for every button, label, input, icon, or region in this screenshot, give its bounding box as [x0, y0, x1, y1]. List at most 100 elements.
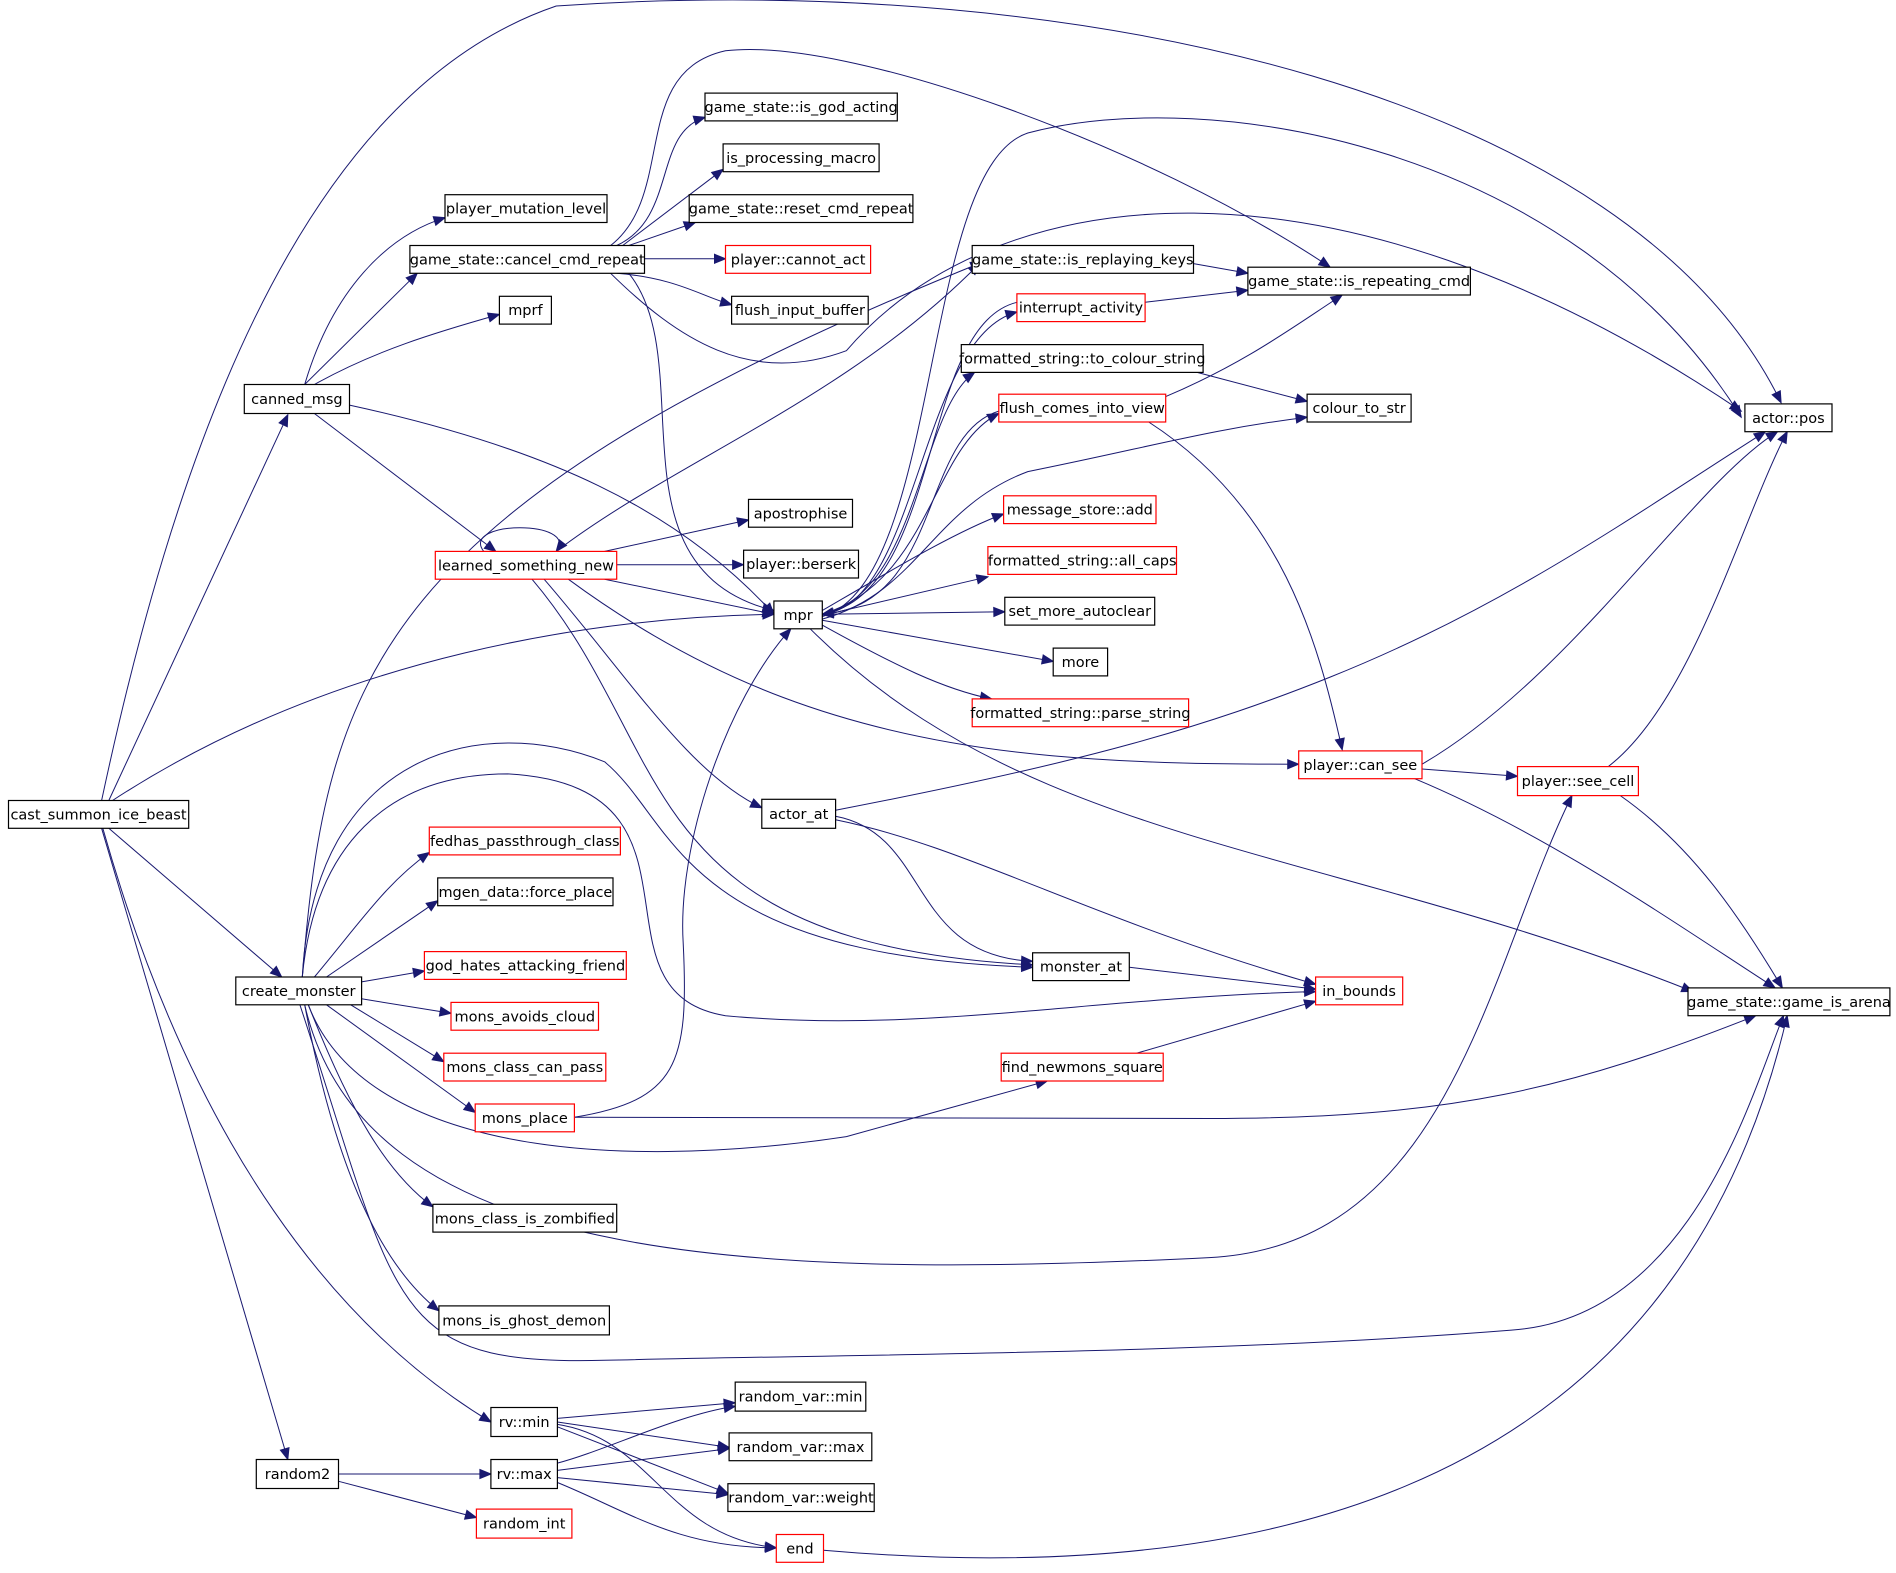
node-learned-something-new[interactable]: learned_something_new: [434, 550, 618, 580]
node-interrupt-activity[interactable]: interrupt_activity: [1016, 293, 1146, 323]
node-cannot-act[interactable]: player::cannot_act: [724, 244, 872, 274]
node-game-is-arena[interactable]: game_state::game_is_arena: [1687, 987, 1891, 1017]
node-mons-is-ghost-demon[interactable]: mons_is_ghost_demon: [438, 1305, 610, 1336]
node-force-place[interactable]: mgen_data::force_place: [437, 877, 614, 907]
node-box: [727, 1483, 875, 1513]
node-mons-avoids-cloud[interactable]: mons_avoids_cloud: [450, 1001, 600, 1031]
arrowhead: [1752, 430, 1767, 443]
node-mons-class-is-zombified[interactable]: mons_class_is_zombified: [432, 1203, 618, 1233]
node-mons-class-can-pass[interactable]: mons_class_can_pass: [443, 1052, 607, 1082]
arrowhead: [1505, 770, 1519, 781]
edge-line: [1148, 421, 1343, 750]
node-reset-cmd-repeat[interactable]: game_state::reset_cmd_repeat: [688, 194, 914, 224]
node-label: mons_place: [482, 1111, 568, 1127]
node-label: learned_something_new: [438, 558, 614, 574]
node-berserk[interactable]: player::berserk: [742, 549, 860, 579]
edge-cast_summon_ice_beast-to-create_monster: [108, 827, 283, 978]
node-parse-string[interactable]: formatted_string::parse_string: [970, 698, 1191, 728]
arrowhead: [1020, 955, 1034, 967]
arrowhead: [1562, 794, 1573, 809]
node-rv-var-weight[interactable]: random_var::weight: [727, 1483, 875, 1513]
node-colour-to-str[interactable]: colour_to_str: [1306, 393, 1412, 423]
node-to-colour-string[interactable]: formatted_string::to_colour_string: [959, 344, 1205, 374]
edge-see_cell-to-game_is_arena: [1620, 795, 1783, 990]
edge-line: [304, 217, 446, 385]
node-more[interactable]: more: [1052, 647, 1109, 677]
node-actor-at[interactable]: actor_at: [761, 798, 837, 829]
node-label: more: [1062, 655, 1100, 671]
edge-create_monster-to-mons_place: [326, 1004, 477, 1114]
node-random-int[interactable]: random_int: [475, 1508, 573, 1539]
edge-line: [301, 742, 1033, 978]
node-box: [1004, 596, 1156, 626]
node-flush-comes-into-view[interactable]: flush_comes_into_view: [998, 393, 1167, 423]
arrowhead: [438, 1006, 453, 1017]
node-all-caps[interactable]: formatted_string::all_caps: [987, 545, 1178, 575]
node-box: [428, 826, 621, 856]
node-player-mutation-level[interactable]: player_mutation_level: [444, 194, 608, 224]
edge-line: [1196, 371, 1308, 402]
edge-create_monster-to-fedhas: [314, 851, 431, 978]
node-mprf[interactable]: mprf: [498, 295, 552, 325]
node-box: [728, 1432, 873, 1462]
node-rv-var-min[interactable]: random_var::min: [734, 1381, 867, 1412]
node-create-monster[interactable]: create_monster: [235, 976, 363, 1006]
node-label: mons_class_can_pass: [446, 1060, 603, 1076]
arrowhead: [1334, 737, 1345, 751]
node-rv-min[interactable]: rv::min: [490, 1406, 558, 1438]
node-label: mgen_data::force_place: [438, 885, 612, 901]
edge-cancel_cmd_repeat-to-is_god_acting: [616, 115, 707, 246]
node-canned-msg[interactable]: canned_msg: [243, 383, 351, 415]
node-box: [1031, 952, 1130, 982]
node-can-see[interactable]: player::can_see: [1298, 750, 1423, 780]
node-rv-var-max[interactable]: random_var::max: [728, 1432, 873, 1462]
node-label: create_monster: [242, 984, 356, 1000]
node-rv-max[interactable]: rv::max: [490, 1458, 558, 1490]
node-flush-input-buffer[interactable]: flush_input_buffer: [730, 295, 869, 325]
node-box: [235, 976, 363, 1006]
arrowhead: [1743, 1015, 1757, 1025]
node-fedhas[interactable]: fedhas_passthrough_class: [428, 826, 621, 856]
edge-line: [531, 578, 1033, 966]
edge-create_monster-to-can_see: [304, 794, 1573, 1266]
node-set-more-autoclear[interactable]: set_more_autoclear: [1004, 596, 1156, 626]
node-find-newmons-square[interactable]: find_newmons_square: [1000, 1052, 1164, 1082]
node-label: monster_at: [1040, 960, 1122, 976]
edge-actor_at-to-actor_pos: [835, 430, 1767, 811]
node-see-cell[interactable]: player::see_cell: [1516, 765, 1640, 797]
edge-cast_summon_ice_beast-to-canned_msg: [108, 413, 289, 801]
arrowhead: [1303, 982, 1317, 993]
arrowhead: [1777, 430, 1788, 445]
node-apostrophise[interactable]: apostrophise: [747, 498, 854, 528]
node-mpr[interactable]: mpr: [773, 600, 823, 630]
node-message-store-add[interactable]: message_store::add: [1002, 495, 1157, 525]
node-in-bounds[interactable]: in_bounds: [1314, 976, 1404, 1006]
node-label: mprf: [508, 303, 543, 319]
arrowhead: [1294, 393, 1309, 404]
node-cancel-cmd-repeat[interactable]: game_state::cancel_cmd_repeat: [409, 244, 646, 274]
node-end[interactable]: end: [775, 1533, 825, 1563]
node-is-god-acting[interactable]: game_state::is_god_acting: [704, 92, 898, 122]
node-mons-place[interactable]: mons_place: [474, 1103, 576, 1133]
edge-line: [1136, 1000, 1316, 1054]
edge-can_see-to-actor_pos: [1421, 431, 1779, 765]
node-box: [1002, 495, 1157, 525]
arrowhead: [736, 517, 750, 528]
node-actor-pos[interactable]: actor::pos: [1744, 403, 1833, 433]
node-is-replaying-keys[interactable]: game_state::is_replaying_keys: [971, 244, 1195, 274]
arrowhead: [715, 1488, 730, 1499]
node-random2[interactable]: random2: [255, 1458, 340, 1490]
arrowhead: [432, 216, 447, 227]
node-is-repeating-cmd[interactable]: game_state::is_repeating_cmd: [1247, 266, 1472, 296]
node-monster-at[interactable]: monster_at: [1031, 952, 1130, 982]
node-cast-summon-ice-beast[interactable]: cast_summon_ice_beast: [7, 799, 190, 829]
node-god-hates[interactable]: god_hates_attacking_friend: [423, 950, 627, 980]
node-label: actor_at: [769, 807, 829, 823]
edge-rv_min-to-rv_var_weight: [557, 1426, 730, 1495]
node-box: [475, 1508, 573, 1539]
edge-cancel_cmd_repeat-to-cannot_act: [644, 253, 727, 265]
edge-mpr-to-more: [822, 619, 1055, 665]
node-is-processing-macro[interactable]: is_processing_macro: [722, 143, 880, 173]
nodes: cast_summon_ice_beast canned_msg create_mo…: [7, 92, 1891, 1563]
